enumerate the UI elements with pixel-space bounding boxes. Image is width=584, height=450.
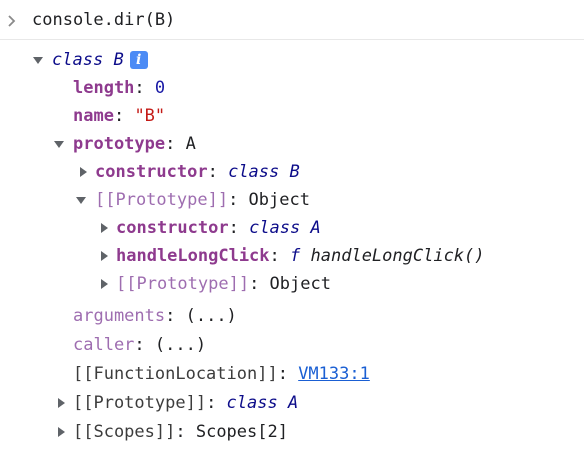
info-icon[interactable]: i	[129, 51, 148, 69]
class-name: A	[287, 393, 299, 413]
property-key: constructor	[116, 218, 229, 238]
property-key: [[FunctionLocation]]	[73, 364, 278, 384]
class-name: B	[289, 162, 300, 182]
property-nested-prototype-object[interactable]: [[Prototype]]: Object	[101, 270, 331, 298]
property-value: Object	[269, 274, 331, 294]
property-key: [[Scopes]]	[73, 422, 176, 442]
property-key: arguments	[73, 306, 166, 326]
collapsed-triangle-icon[interactable]	[98, 222, 110, 234]
property-key: prototype	[73, 134, 166, 154]
collapsed-triangle-icon[interactable]	[98, 278, 110, 290]
property-scopes[interactable]: [[Scopes]]: Scopes[2]	[58, 418, 288, 446]
property-key: constructor	[95, 162, 208, 182]
property-value: A	[185, 134, 196, 154]
property-prototype-object[interactable]: [[Prototype]]: Object	[76, 186, 310, 214]
property-value[interactable]: (...)	[185, 306, 237, 326]
property-key: [[Prototype]]	[95, 190, 229, 210]
property-length: length: 0	[73, 78, 166, 98]
class-keyword: class	[52, 50, 104, 70]
property-function-location: [[FunctionLocation]]: VM133:1	[73, 364, 370, 384]
class-keyword: class	[249, 218, 301, 238]
expanded-triangle-icon[interactable]	[53, 138, 65, 150]
collapsed-triangle-icon[interactable]	[77, 166, 89, 178]
function-name: handleLongClick()	[310, 246, 485, 266]
property-key: [[Prototype]]	[116, 274, 250, 294]
class-keyword: class	[226, 393, 278, 413]
property-value: "B"	[134, 106, 166, 126]
property-key: name	[73, 106, 114, 126]
property-name: name: "B"	[73, 106, 166, 126]
property-value: Object	[248, 190, 310, 210]
class-name: A	[310, 218, 321, 238]
class-name: B	[113, 50, 124, 70]
function-keyword: f	[290, 246, 301, 266]
collapsed-triangle-icon[interactable]	[55, 397, 67, 409]
property-key: length	[73, 78, 135, 98]
class-keyword: class	[228, 162, 280, 182]
property-arguments[interactable]: arguments: (...)	[73, 306, 237, 326]
property-value: 0	[154, 78, 166, 98]
console-command: console.dir(B)	[32, 10, 176, 30]
property-handle-long-click[interactable]: handleLongClick: f handleLongClick()	[101, 242, 485, 270]
property-value[interactable]: (...)	[154, 335, 207, 355]
property-constructor-a[interactable]: constructor: class A	[101, 214, 321, 242]
property-constructor-b[interactable]: constructor: class B	[80, 158, 300, 186]
expanded-triangle-icon[interactable]	[75, 194, 87, 206]
collapsed-triangle-icon[interactable]	[55, 426, 67, 438]
property-key: handleLongClick	[116, 246, 270, 266]
property-key: [[Prototype]]	[73, 393, 207, 413]
console-input-line: console.dir(B)	[0, 0, 584, 40]
prompt-chevron-icon	[7, 13, 17, 27]
expanded-triangle-icon[interactable]	[32, 54, 44, 66]
property-prototype[interactable]: prototype: A	[54, 130, 196, 158]
collapsed-triangle-icon[interactable]	[98, 250, 110, 262]
property-caller[interactable]: caller: (...)	[73, 335, 207, 355]
source-link[interactable]: VM133:1	[298, 364, 370, 384]
property-root-prototype[interactable]: [[Prototype]]: class A	[58, 389, 299, 417]
property-value: Scopes[2]	[195, 422, 288, 442]
property-key: caller	[73, 335, 135, 355]
